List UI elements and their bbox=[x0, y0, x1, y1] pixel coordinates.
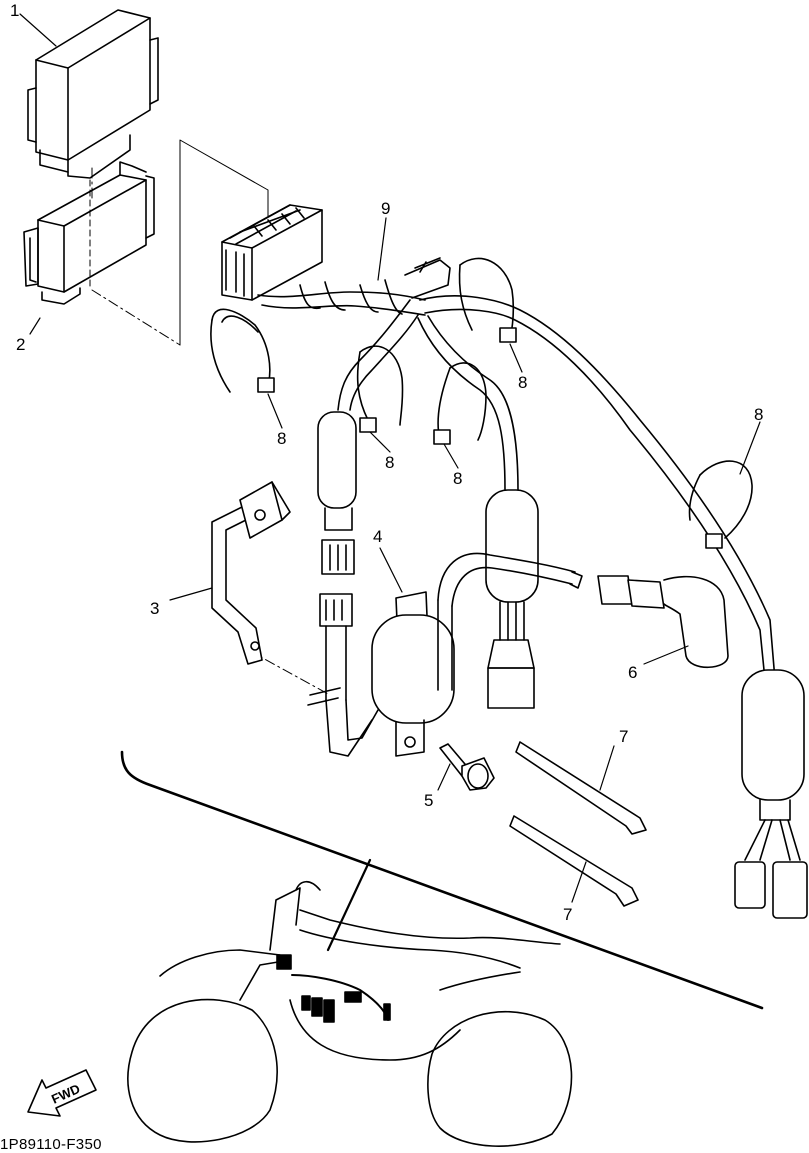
coil-wiring bbox=[307, 593, 379, 757]
callout-2: 2 bbox=[16, 335, 26, 354]
fwd-arrow-icon: FWD bbox=[27, 1069, 97, 1117]
callout-8e: 8 bbox=[754, 405, 764, 424]
cable-tie-8d bbox=[433, 362, 487, 445]
bolt-part-5 bbox=[439, 743, 495, 791]
harness-right-filter bbox=[734, 669, 808, 919]
cdi-bracket-part-2 bbox=[23, 161, 155, 305]
coil-bracket-part-3 bbox=[211, 481, 291, 665]
cable-tie-8b bbox=[458, 257, 517, 343]
cdi-unit-part-1 bbox=[27, 9, 159, 179]
callout-8a: 8 bbox=[277, 429, 287, 448]
drawing-code: 1P89110-F350 bbox=[0, 1136, 102, 1153]
cable-tie-8e bbox=[688, 460, 753, 549]
callout-7a: 7 bbox=[619, 727, 629, 746]
callout-6: 6 bbox=[628, 663, 638, 682]
location-view bbox=[120, 750, 764, 1147]
callout-3: 3 bbox=[150, 599, 160, 618]
spark-plug-cap-part-6 bbox=[597, 575, 729, 668]
harness-left-filter bbox=[317, 411, 357, 575]
cable-band-7a bbox=[515, 741, 647, 835]
callout-7b: 7 bbox=[563, 905, 573, 924]
cable-tie-8a bbox=[210, 308, 275, 393]
callout-5: 5 bbox=[424, 791, 434, 810]
callout-8c: 8 bbox=[385, 453, 395, 472]
harness-connector bbox=[221, 204, 323, 301]
harness-middle-filter bbox=[485, 489, 539, 709]
callout-4: 4 bbox=[373, 527, 383, 546]
callout-8d: 8 bbox=[453, 469, 463, 488]
ignition-coil-part-4 bbox=[371, 552, 583, 757]
callout-9: 9 bbox=[381, 199, 391, 218]
cable-tie-8c bbox=[356, 345, 404, 433]
cable-band-7b bbox=[509, 815, 639, 907]
wire-harness-part-9 bbox=[257, 257, 776, 681]
leader-lines bbox=[19, 13, 761, 903]
callout-1: 1 bbox=[10, 1, 20, 20]
callout-8b: 8 bbox=[518, 373, 528, 392]
